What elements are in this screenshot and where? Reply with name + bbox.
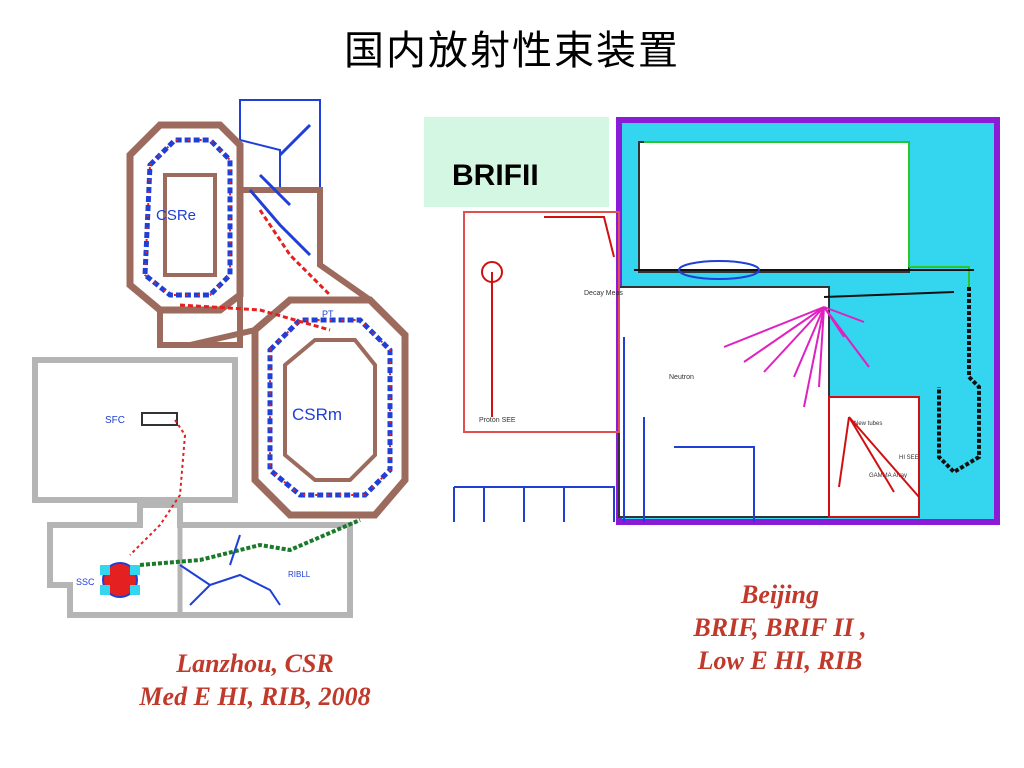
caption-beijing-line1: Beijing	[740, 580, 819, 609]
caption-beijing-line2: BRIF, BRIF II ,	[693, 613, 867, 642]
pt-label: PT	[322, 309, 334, 319]
blue-building	[239, 99, 321, 191]
page-title: 国内放射性束装置	[344, 28, 680, 74]
hi-see-label: HI SEE	[899, 455, 919, 461]
decay-label: Decay Meas	[584, 290, 623, 297]
csre-label: CSRe	[156, 207, 196, 224]
caption-lanzhou-line2: Med E HI, RIB, 2008	[139, 682, 371, 711]
brif-title: BRIFII	[452, 159, 539, 192]
ssc-label: SSC	[76, 577, 95, 587]
red-beamlines	[838, 416, 920, 498]
gamma-label: GAMMA Array	[869, 473, 907, 479]
ribll-branches	[179, 534, 281, 606]
sfc-to-ssc-line	[129, 419, 187, 556]
blue-beamlines	[248, 123, 312, 257]
caption-beijing: Beijing BRIF, BRIF II , Low E HI, RIB	[580, 578, 980, 677]
left-lab	[463, 211, 620, 433]
csrm-label: CSRm	[292, 405, 342, 424]
green-lines	[644, 141, 970, 287]
caption-lanzhou-line1: Lanzhou, CSR	[176, 649, 334, 678]
main-beamline	[634, 269, 974, 298]
magenta-beamlines	[723, 306, 870, 408]
csre-inner-box	[163, 173, 217, 277]
transfer-beamline	[179, 209, 332, 332]
connecting-wall	[157, 187, 372, 348]
sfc-cyclotron	[141, 412, 178, 426]
blue-floorplan	[453, 337, 755, 522]
csrm-hall-wall	[251, 296, 409, 519]
ssc-cyclotron	[102, 562, 138, 598]
ribll-beamline	[139, 518, 361, 567]
csr-facility-diagram: CSRe CSRm PT SFC SSC RIBLL	[32, 99, 409, 618]
neutron-label: Neutron	[669, 374, 694, 381]
proton-label: Proton SEE	[479, 417, 516, 424]
brif-facility-diagram: BRIFII Decay Meas Proton SEE Neutron HI …	[424, 117, 1000, 525]
caption-beijing-line3: Low E HI, RIB	[697, 646, 863, 675]
csre-ring	[142, 137, 233, 298]
sfc-building	[32, 357, 238, 503]
meander-beamline	[937, 287, 981, 475]
csrm-inner-wall	[283, 338, 377, 482]
ribll-label: RIBLL	[288, 570, 311, 579]
title-panel	[424, 117, 609, 207]
sfc-label: SFC	[105, 415, 125, 426]
new-tubes-label: New tubes	[854, 421, 882, 427]
caption-lanzhou: Lanzhou, CSR Med E HI, RIB, 2008	[60, 647, 450, 713]
